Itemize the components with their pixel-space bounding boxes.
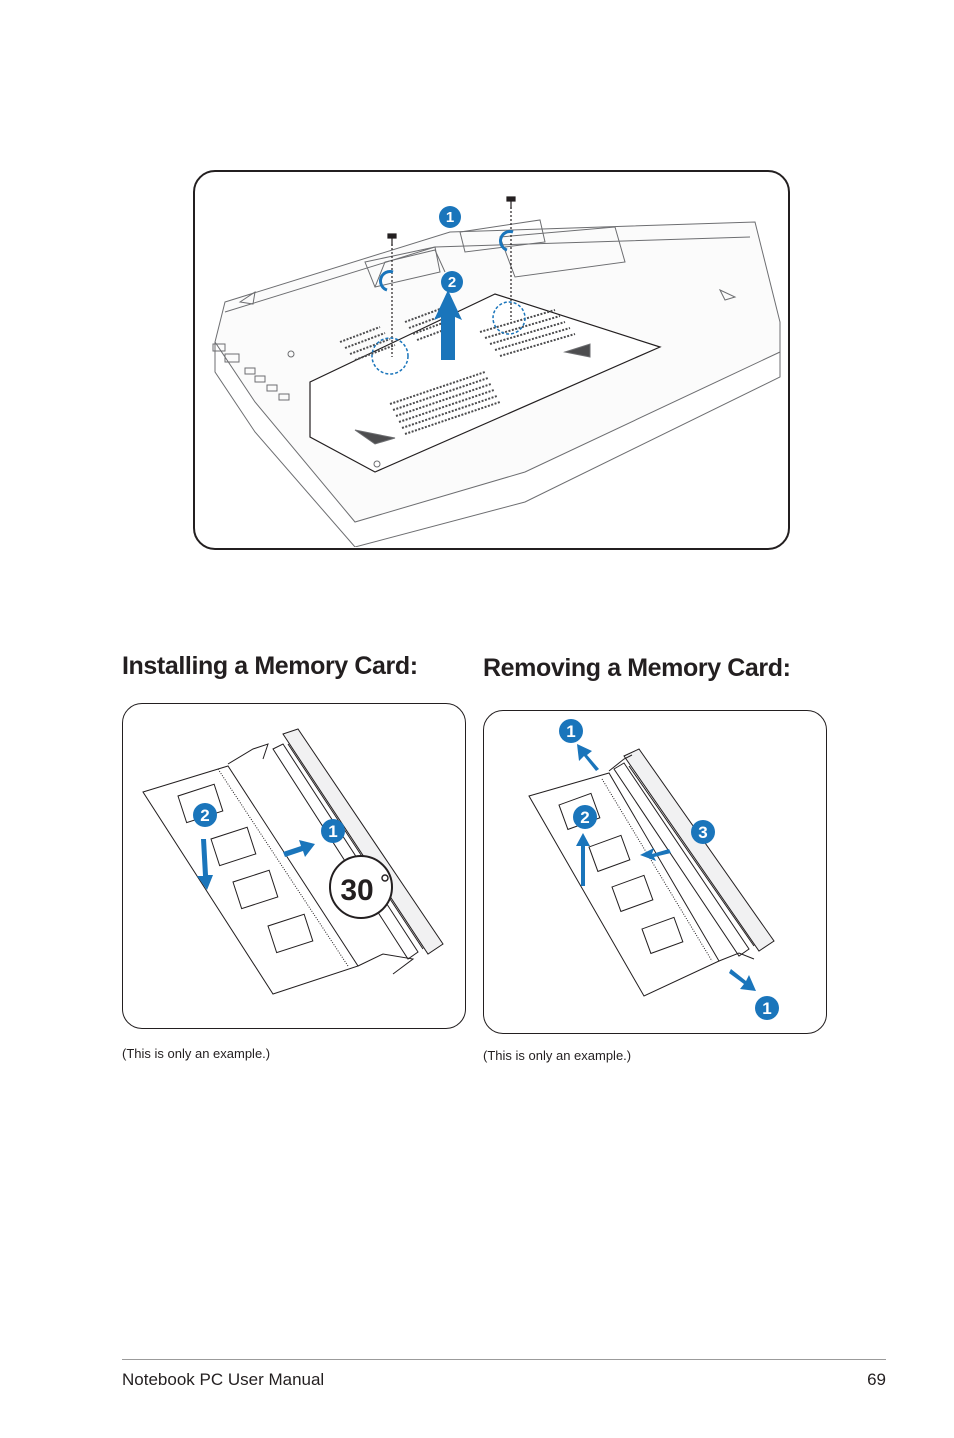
remove-step-badge-2-label: 2 <box>580 808 589 827</box>
figure-remove-memory: 1 2 3 1 <box>483 710 827 1034</box>
footer-title: Notebook PC User Manual <box>122 1370 325 1389</box>
remove-step-badge-1-top-label: 1 <box>566 722 575 741</box>
remove-step-badge-1-bottom-label: 1 <box>762 999 771 1018</box>
figure-install-memory: 30 1 2 <box>122 703 466 1029</box>
step-badge-2: 2 <box>441 271 463 293</box>
install-step-badge-2-label: 2 <box>200 806 209 825</box>
install-memory-illustration: 30 1 2 <box>142 728 444 995</box>
remove-step-badge-3: 3 <box>691 820 715 844</box>
install-step-badge-1-label: 1 <box>328 822 337 841</box>
install-step-badge-2: 2 <box>193 803 217 827</box>
install-step-badge-1: 1 <box>321 819 345 843</box>
figure-notebook-bottom: 1 2 <box>193 170 790 550</box>
heading-installing-memory-card: Installing a Memory Card: <box>122 652 418 680</box>
notebook-bottom-illustration: 1 2 <box>212 196 781 547</box>
heading-removing-memory-card: Removing a Memory Card: <box>483 654 791 682</box>
step-badge-1: 1 <box>439 206 461 228</box>
angle-value: 30 <box>340 874 373 907</box>
caption-installing: (This is only an example.) <box>122 1046 271 1061</box>
remove-memory-illustration: 1 2 3 1 <box>528 719 779 1020</box>
page-number: 69 <box>867 1370 886 1389</box>
step-badge-1-label: 1 <box>446 209 454 226</box>
angle-callout: 30 <box>329 855 393 919</box>
remove-step-badge-1-bottom: 1 <box>755 996 779 1020</box>
step-badge-2-label: 2 <box>448 274 456 291</box>
caption-removing: (This is only an example.) <box>483 1048 632 1063</box>
footer-rule <box>122 1359 886 1360</box>
remove-step-badge-1-top: 1 <box>559 719 583 743</box>
remove-step-badge-2: 2 <box>573 805 597 829</box>
remove-step-badge-3-label: 3 <box>698 823 707 842</box>
